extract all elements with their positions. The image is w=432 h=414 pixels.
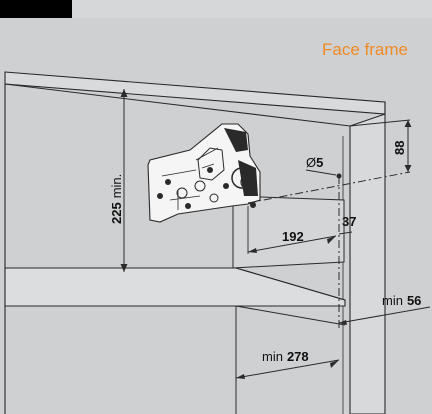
dim-37-line — [338, 231, 353, 235]
height-arrow-bottom — [120, 264, 128, 272]
min-278-arrow-left — [236, 374, 245, 379]
dim-37-label: 37 — [342, 214, 356, 229]
lift-mechanism-icon — [147, 123, 261, 223]
hole-symbol: Ø — [306, 155, 316, 170]
min-278-label: min 278 — [262, 349, 309, 364]
min-56-label: min 56 — [382, 293, 421, 308]
dim-192-line — [247, 235, 337, 253]
dim-88-arrow-bottom — [404, 165, 412, 172]
hole-leader — [305, 169, 337, 176]
height-suffix: min. — [109, 174, 124, 199]
height-arrow-top — [120, 89, 128, 97]
dim-192-arrow-right — [327, 236, 336, 244]
hole-centerline — [247, 171, 411, 204]
dim-192-arrow-left — [248, 248, 257, 253]
min-56-value: 56 — [407, 293, 421, 308]
hole-marker — [336, 173, 342, 179]
min-278-prefix: min — [262, 349, 283, 364]
height-value: 225 — [109, 202, 124, 224]
min-56-prefix: min — [382, 293, 403, 308]
dim-192-label: 192 — [282, 229, 304, 244]
top-reference-line — [349, 119, 411, 127]
header-black-block — [0, 0, 72, 18]
min-56-line — [338, 306, 431, 324]
hole-label: Ø5 — [306, 155, 323, 170]
shelf-back-edge — [235, 267, 346, 301]
min-278-line — [235, 359, 340, 379]
min-278-value: 278 — [287, 349, 309, 364]
hole-value: 5 — [316, 155, 323, 170]
lower-back-edge — [235, 305, 346, 326]
dim-88-label: 88 — [392, 141, 407, 155]
face-frame-label: Face frame — [322, 40, 408, 59]
header-bar — [0, 0, 432, 18]
cabinet-back-top — [4, 83, 351, 127]
face-frame-side — [349, 102, 386, 414]
min-56-arrow — [339, 320, 347, 325]
dim-88-arrow-top — [404, 120, 412, 127]
min-278-arrow-right — [330, 360, 339, 368]
shelf — [4, 267, 346, 307]
height-label: 225 min. — [109, 174, 124, 224]
